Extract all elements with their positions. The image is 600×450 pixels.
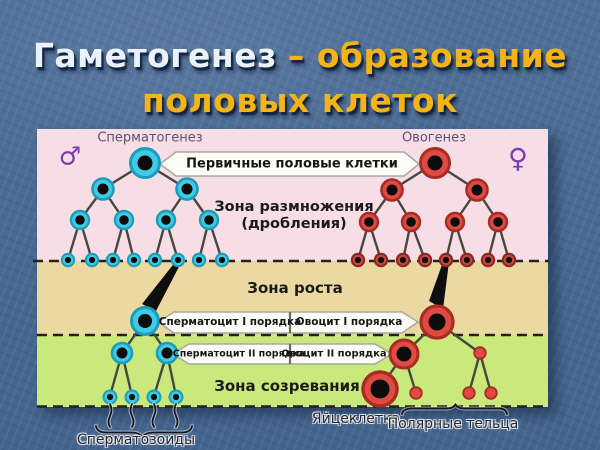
zone-reproduction-band bbox=[37, 129, 548, 261]
female-symbol-icon: ♀ bbox=[508, 143, 528, 175]
spermatogenesis-heading: Сперматогенез bbox=[97, 130, 203, 146]
spermatocyte-ii-label: Сперматоцит II порядка bbox=[172, 348, 306, 360]
oocyte-ii-label: Овоцит II порядка bbox=[281, 348, 387, 360]
spermatozoa-label: Сперматозоиды bbox=[76, 432, 196, 448]
title-line2: половых клеток bbox=[142, 81, 458, 120]
primary-cells-label: Первичные половые клетки bbox=[186, 156, 398, 172]
title-rest: – образование bbox=[287, 36, 568, 75]
zone-maturation-band bbox=[37, 335, 548, 407]
page-title: Гаметогенез – образование половых клеток bbox=[0, 33, 600, 123]
title-term: Гаметогенез bbox=[32, 36, 277, 75]
zone-growth-label: Зона роста bbox=[247, 279, 343, 297]
zone-reproduction-label-line2: (дробления) bbox=[241, 216, 347, 232]
sperm-tails bbox=[106, 402, 180, 429]
spermatocyte-i-label: Сперматоцит I порядка bbox=[158, 316, 302, 328]
polar-bodies-label: Полярные тельца bbox=[387, 416, 519, 432]
oogenesis-heading: Овогенез bbox=[401, 130, 467, 146]
zone-maturation-label: Зона созревания bbox=[214, 377, 360, 395]
male-symbol-icon: ♂ bbox=[58, 141, 82, 171]
zone-reproduction-label-line1: Зона размножения bbox=[214, 199, 374, 215]
egg-cell-label: Яйцеклетка bbox=[311, 411, 401, 427]
oocyte-i-label: Овоцит I порядка bbox=[295, 316, 403, 328]
